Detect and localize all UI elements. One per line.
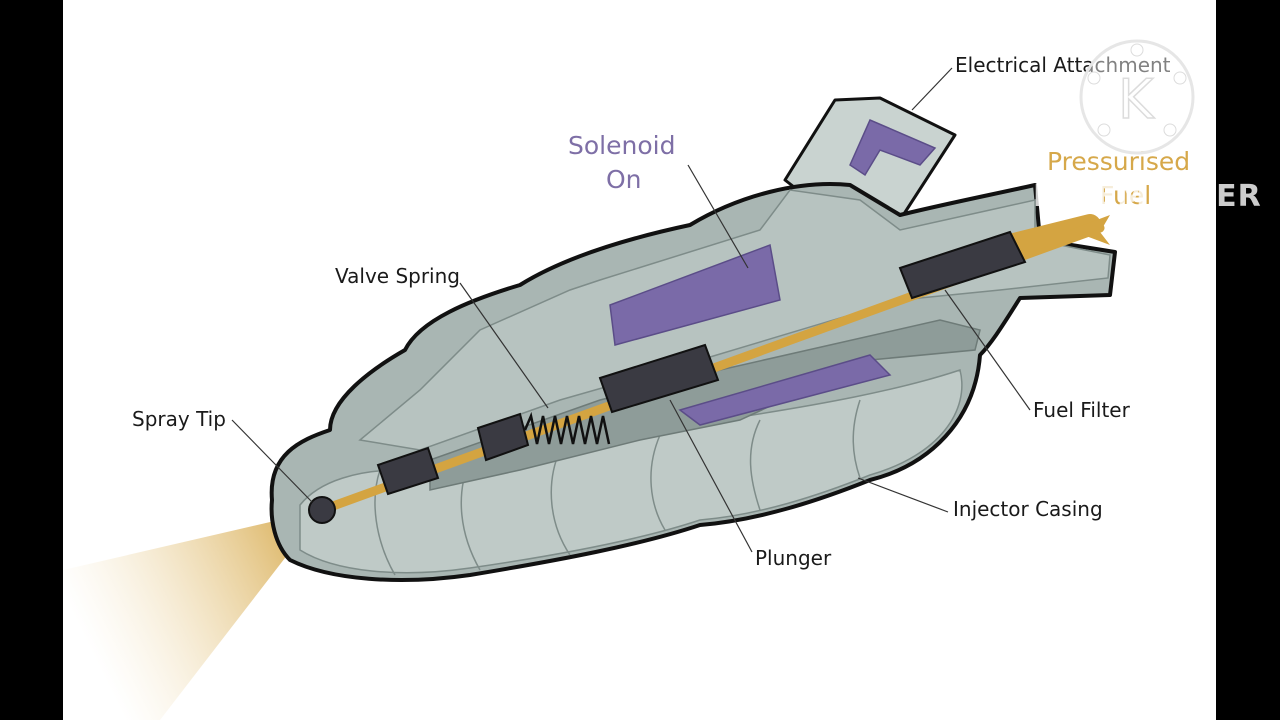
label-spray-tip: Spray Tip [132, 407, 226, 431]
solenoid-coil-upper [609, 243, 781, 346]
label-pressurised-line2: Fuel [1100, 181, 1151, 210]
kinemaster-logo-ring [1079, 39, 1195, 155]
label-fuel-filter: Fuel Filter [1033, 398, 1131, 422]
label-pressurised-line1: Pressurised [1047, 147, 1190, 176]
valve-spring [523, 411, 611, 445]
leader-solenoid [687, 164, 749, 269]
leader-spray-tip [231, 419, 313, 503]
leader-fuel-filter [944, 289, 1031, 411]
leader-injector-casing [857, 477, 949, 513]
connector-wire [849, 119, 937, 177]
fuel-spray-cone [63, 510, 322, 720]
spray-tip [308, 496, 336, 524]
label-solenoid-line2: On [606, 165, 642, 194]
label-electrical-attachment: Electrical Attachment [955, 53, 1171, 77]
solenoid-coil-lower [678, 354, 892, 426]
needle-seat [376, 446, 440, 496]
casing-cutaway-upper [358, 189, 1111, 451]
kinemaster-logo-k: K [1118, 68, 1155, 131]
label-plunger: Plunger [755, 546, 832, 570]
leader-electrical [911, 67, 953, 111]
kinemaster-watermark-text: KINEMASTER [1033, 179, 1262, 214]
fuel-inlet-arrow [1070, 215, 1110, 245]
leader-plunger [669, 399, 753, 553]
plunger [598, 343, 720, 414]
label-valve-spring: Valve Spring [335, 264, 460, 288]
label-solenoid-line1: Solenoid [568, 131, 675, 160]
label-injector-casing: Injector Casing [953, 497, 1103, 521]
kinemaster-watermark: K KINEMASTER [1033, 39, 1262, 214]
kinemaster-logo-dots [1087, 43, 1187, 137]
fuel-filter [898, 230, 1027, 300]
leader-valve-spring [459, 282, 549, 409]
plunger-guide [476, 412, 530, 462]
